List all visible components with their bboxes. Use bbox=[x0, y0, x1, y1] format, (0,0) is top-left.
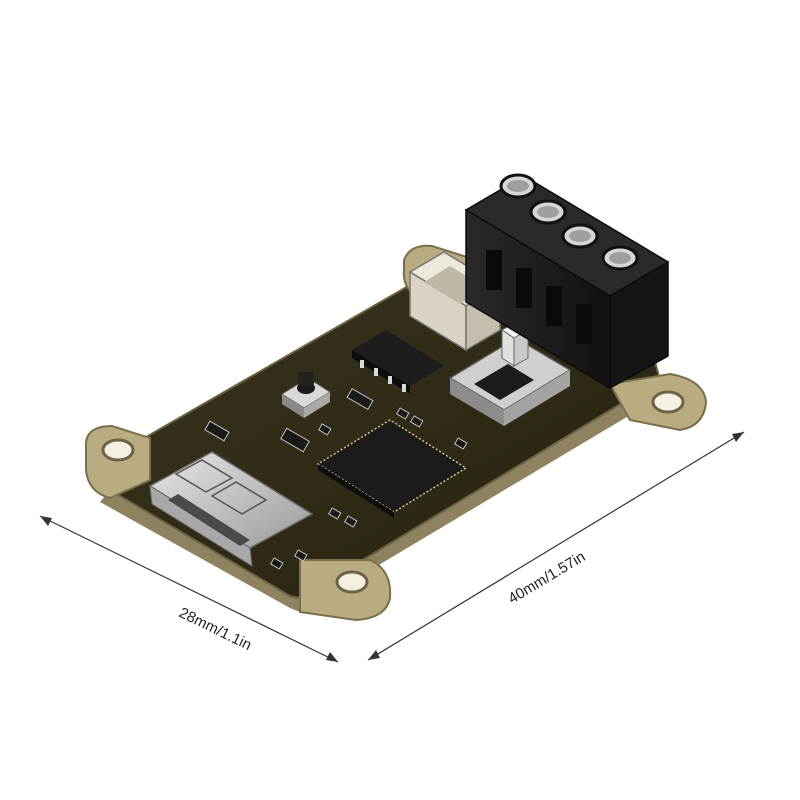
reset-button[interactable] bbox=[281, 372, 331, 418]
smd-components bbox=[204, 387, 468, 570]
terminal-screw-3[interactable] bbox=[561, 223, 599, 249]
length-label: 40mm/1.57in bbox=[505, 548, 588, 607]
mounting-hole-left bbox=[84, 424, 151, 500]
mounting-hole-right bbox=[608, 372, 708, 432]
usb-c-connector bbox=[148, 451, 314, 567]
terminal-screw-1[interactable] bbox=[499, 173, 537, 199]
soic-chip bbox=[352, 330, 444, 394]
main-ic-chip bbox=[316, 419, 468, 518]
width-label: 28mm/1.1in bbox=[176, 604, 254, 654]
terminal-screw-2[interactable] bbox=[529, 199, 567, 225]
screw-terminal-block bbox=[464, 173, 670, 390]
terminal-screw-4[interactable] bbox=[601, 245, 639, 271]
slide-switch[interactable] bbox=[448, 321, 572, 426]
mounting-hole-bottom bbox=[299, 559, 392, 622]
